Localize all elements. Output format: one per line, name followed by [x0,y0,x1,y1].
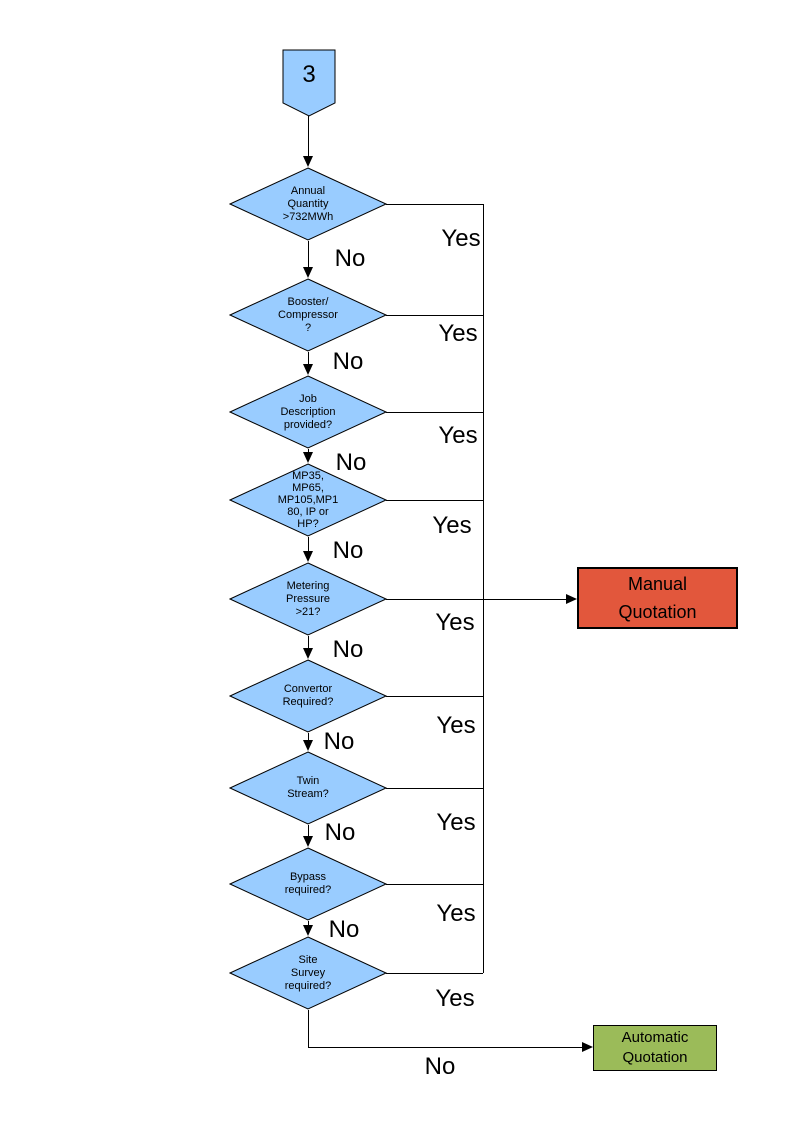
decision-label: Convertor Required? [282,683,334,708]
decision-twin-stream: Twin Stream? [229,751,387,825]
flow-line [308,636,309,648]
automatic-quotation-box: Automatic Quotation [593,1025,717,1071]
yes-label: Yes [438,320,478,347]
arrow-down-icon [303,925,313,936]
flow-line [308,733,309,740]
decision-annual-quantity: Annual Quantity >732MWh [229,167,387,241]
yes-label: Yes [438,422,478,449]
decision-label: Job Description provided? [280,392,336,431]
diamond-shape [229,463,387,537]
decision-label: Bypass required? [284,871,332,896]
diamond-shape [229,562,387,636]
arrow-down-icon [303,267,313,278]
diamond-shape [229,936,387,1010]
yes-branch-line [386,315,483,316]
manual-quotation-box: Manual Quotation [577,567,738,629]
no-label: No [332,348,364,375]
yes-branch-line [386,696,483,697]
yes-branch-line [386,788,483,789]
yes-branch-line [386,884,483,885]
yes-label: Yes [435,609,475,636]
no-label: No [335,449,367,476]
off-page-connector: 3 [282,49,336,117]
arrow-down-icon [303,452,313,463]
yes-label: Yes [435,985,475,1012]
decision-label: Booster/ Compressor ? [278,295,338,334]
yes-label: Yes [441,225,481,252]
off-page-connector-label: 3 [302,61,316,88]
no-label: No [424,1053,456,1080]
diamond-shape [229,375,387,449]
flow-line [308,116,309,156]
decision-job-description: Job Description provided? [229,375,387,449]
off-page-connector-shape [282,49,336,117]
decision-label: Annual Quantity >732MWh [282,184,334,223]
yes-label: Yes [432,512,472,539]
flow-line [308,921,309,925]
decision-metering-pressure: Metering Pressure >21? [229,562,387,636]
diamond-shape [229,278,387,352]
yes-label: Yes [436,900,476,927]
decision-label: Twin Stream? [287,775,329,800]
decision-booster-compressor: Booster/ Compressor ? [229,278,387,352]
decision-site-survey: Site Survey required? [229,936,387,1010]
yes-trunk-line [483,204,484,973]
flow-line [308,537,309,551]
yes-label: Yes [436,712,476,739]
diamond-shape [229,847,387,921]
decision-label: Metering Pressure >21? [285,579,331,618]
no-label: No [332,537,364,564]
yes-branch-line [386,204,483,205]
flow-line [308,241,309,267]
decision-convertor-required: Convertor Required? [229,659,387,733]
arrow-down-icon [303,551,313,562]
flow-line [308,352,309,364]
decision-label: MP35, MP65, MP105,MP1 80, IP or HP? [277,470,339,530]
automatic-quotation-arrow-line [308,1047,582,1048]
manual-quotation-arrow-line [386,599,566,600]
decision-label: Site Survey required? [284,953,332,992]
no-label: No [334,245,366,272]
yes-branch-line [386,973,483,974]
no-label: No [324,819,356,846]
off-page-connector-polygon [282,49,336,117]
arrow-down-icon [303,836,313,847]
decision-meter-type: MP35, MP65, MP105,MP1 80, IP or HP? [229,463,387,537]
arrow-down-icon [303,156,313,167]
flow-line [308,449,309,452]
arrow-down-icon [303,648,313,659]
arrow-down-icon [303,740,313,751]
arrow-down-icon [303,364,313,375]
no-label: No [332,636,364,663]
arrow-right-icon [582,1042,593,1052]
yes-branch-line [386,500,483,501]
yes-label: Yes [436,809,476,836]
diamond-shape [229,751,387,825]
no-label: No [323,728,355,755]
decision-bypass-required: Bypass required? [229,847,387,921]
no-label: No [328,916,360,943]
diamond-shape [229,167,387,241]
diamond-shape [229,659,387,733]
yes-branch-line [386,412,483,413]
flow-line [308,825,309,836]
arrow-right-icon [566,594,577,604]
no-branch-line [308,1010,309,1047]
